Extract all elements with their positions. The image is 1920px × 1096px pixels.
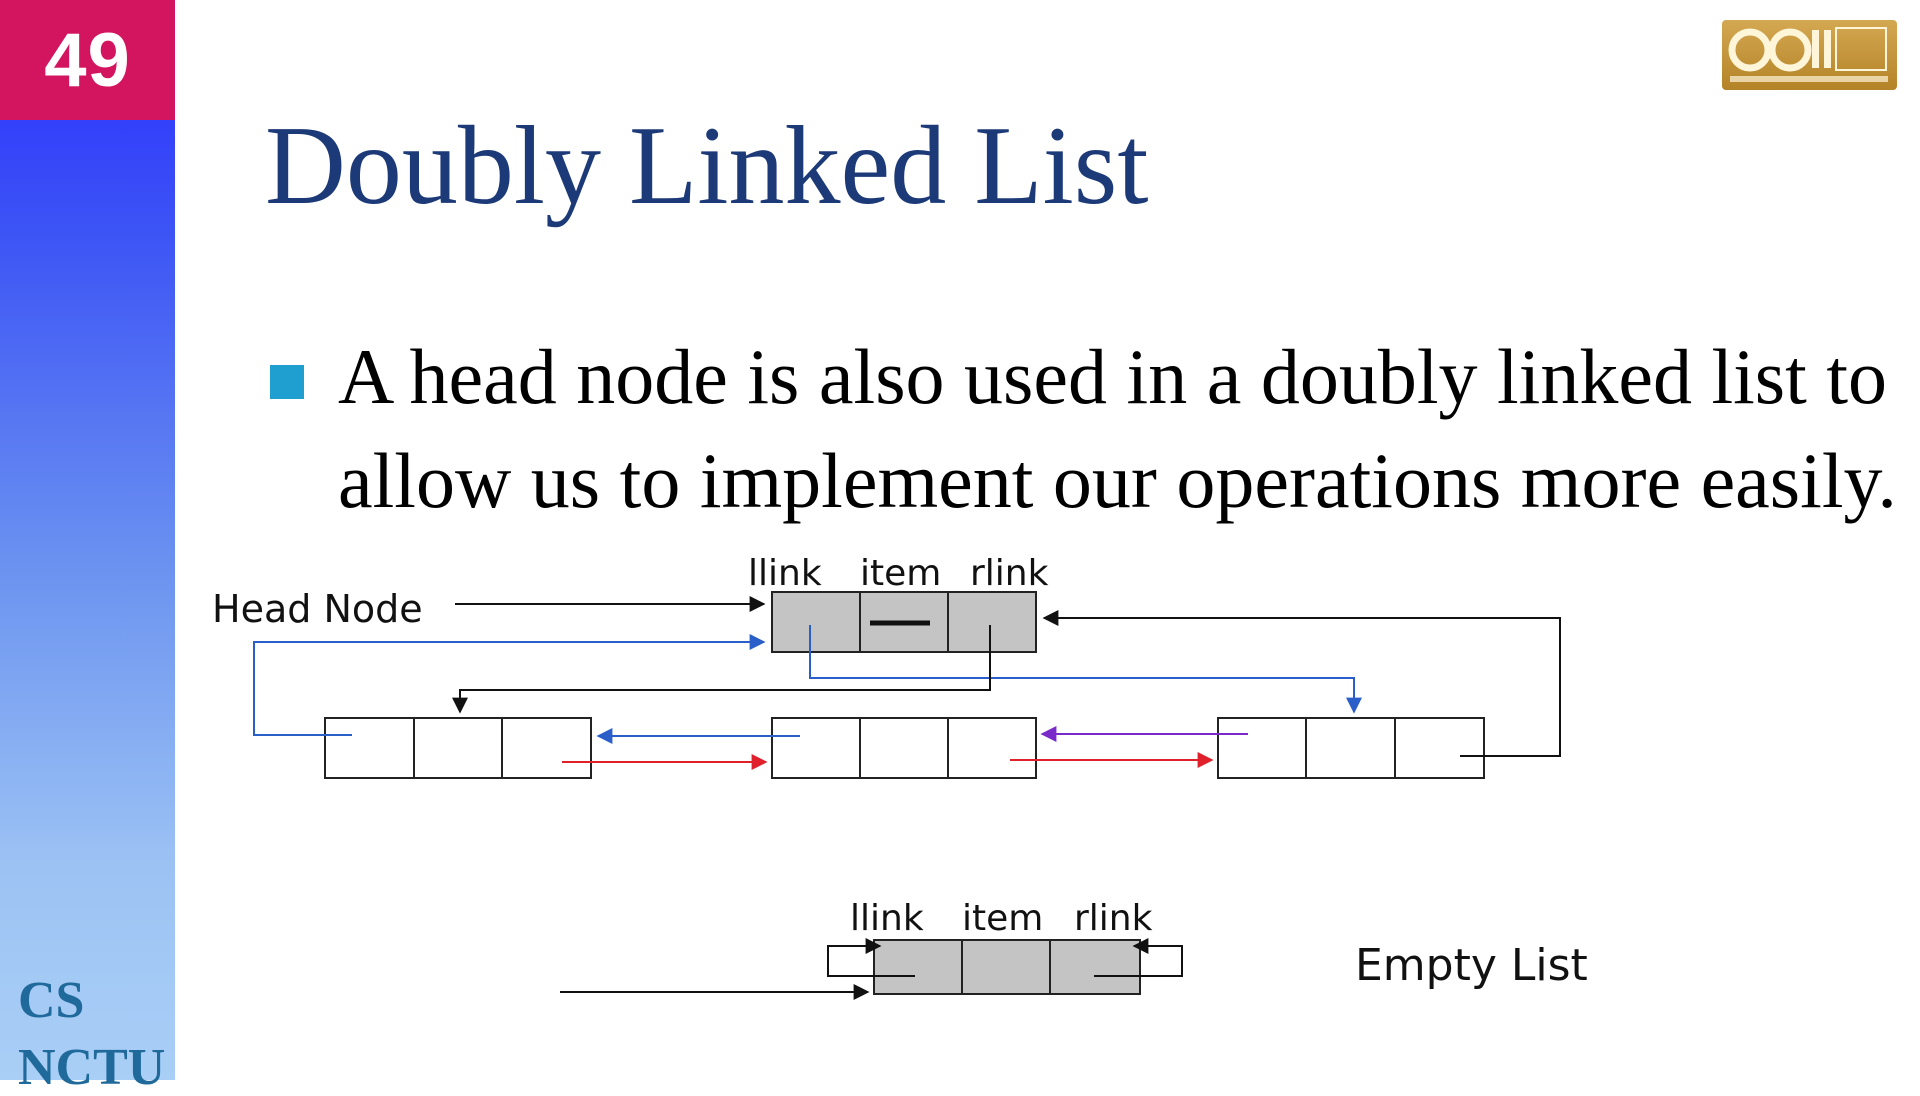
sidebar-brand-cs: CS bbox=[18, 972, 85, 1029]
label-llink-top: llink bbox=[748, 553, 822, 594]
head-node-label: Head Node bbox=[212, 587, 423, 631]
node1-llink-arrow bbox=[253, 634, 766, 736]
label-rlink-bottom: rlink bbox=[1074, 898, 1153, 939]
ocw-logo-icon bbox=[1722, 20, 1897, 90]
empty-head-node bbox=[873, 939, 1141, 995]
node3-rlink-arrow bbox=[1042, 610, 1561, 757]
label-llink-bottom: llink bbox=[850, 898, 924, 939]
label-item-top: item bbox=[860, 553, 941, 594]
empty-rlink-loop bbox=[1094, 938, 1183, 977]
label-rlink-top: rlink bbox=[970, 553, 1049, 594]
list-node-3 bbox=[1217, 717, 1485, 779]
list-node-2 bbox=[771, 717, 1037, 779]
bullet-square-icon bbox=[270, 365, 304, 399]
list-node-1 bbox=[324, 717, 592, 779]
page-number: 49 bbox=[0, 0, 175, 120]
head-node bbox=[771, 591, 1037, 653]
head-llink-arrow bbox=[809, 625, 1362, 714]
label-item-bottom: item bbox=[962, 898, 1043, 939]
head-rlink-arrow bbox=[452, 625, 991, 714]
empty-llink-loop bbox=[827, 938, 915, 977]
empty-list-label: Empty List bbox=[1355, 940, 1588, 991]
bullet-text: A head node is also used in a doubly lin… bbox=[338, 333, 1897, 524]
slide-title: Doubly Linked List bbox=[265, 104, 1149, 228]
